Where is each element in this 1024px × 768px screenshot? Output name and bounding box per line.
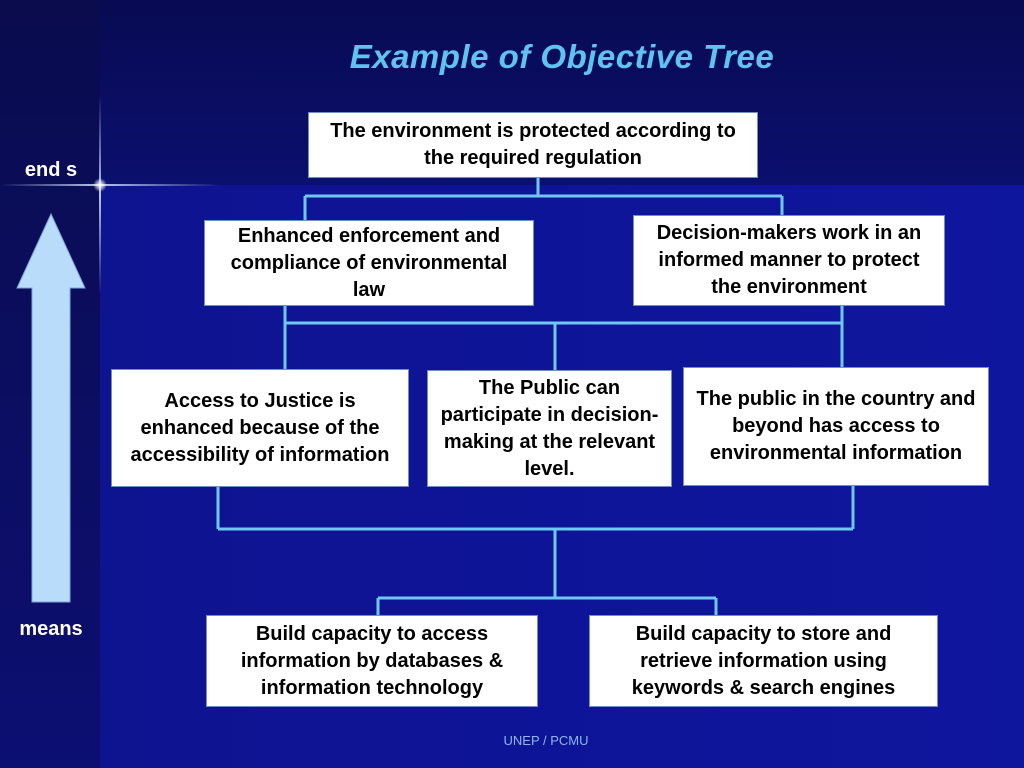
objective-box-enforcement: Enhanced enforcement and compliance of e… — [204, 220, 534, 306]
objective-box-decision-makers: Decision-makers work in an informed mann… — [633, 215, 945, 306]
slide-title: Example of Objective Tree — [349, 38, 775, 75]
means-box-storage-capacity: Build capacity to store and retrieve inf… — [589, 615, 938, 707]
ends-label: end s — [24, 159, 78, 181]
light-flare-vertical — [99, 95, 101, 295]
light-flare-center — [93, 178, 107, 192]
means-label: means — [19, 618, 83, 640]
objective-box-public-participation: The Public can participate in decision-m… — [427, 370, 672, 487]
objective-box-public-access: The public in the country and beyond has… — [683, 367, 989, 486]
light-flare-horizontal — [0, 184, 220, 186]
objective-box-access-to-justice: Access to Justice is enhanced because of… — [111, 369, 409, 487]
means-box-access-capacity: Build capacity to access information by … — [206, 615, 538, 707]
footer-source: UNEP / PCMU — [503, 733, 589, 748]
up-arrow-shape — [16, 212, 86, 603]
means-to-ends-arrow — [16, 212, 86, 603]
goal-box-environment-protected: The environment is protected according t… — [308, 112, 758, 178]
